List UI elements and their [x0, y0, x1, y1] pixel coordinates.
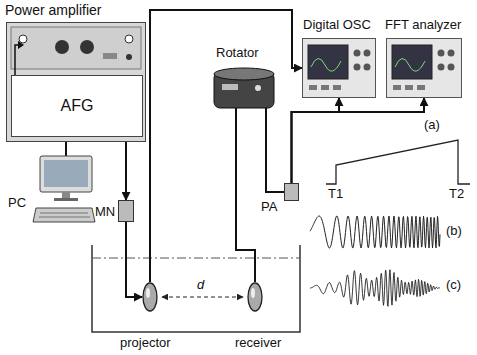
node-label: receiver	[235, 336, 281, 351]
signal-cable	[236, 108, 255, 282]
chirp-waveform	[310, 216, 440, 248]
oscilloscope-art	[303, 39, 377, 99]
matching-network: MN	[118, 200, 134, 222]
node-label: Rotator	[216, 46, 259, 61]
distance-arrow	[162, 296, 243, 297]
pc-art	[8, 156, 94, 226]
projector: projector	[142, 282, 158, 312]
afg-box: AFG	[11, 75, 143, 137]
signal-cable	[266, 108, 284, 192]
node-label: AFG	[61, 97, 94, 115]
receiver: receiver	[247, 282, 263, 312]
figure-label: (c)	[446, 278, 461, 293]
signal-cable	[126, 222, 142, 297]
node-label: PC	[8, 196, 26, 211]
node-label: projector	[120, 336, 171, 351]
node-label: FFT analyzer	[385, 18, 461, 33]
figure-label: (b)	[446, 224, 462, 239]
fft-analyzer: FFT analyzer	[386, 38, 462, 98]
signal-cable	[292, 98, 425, 183]
received-waveform	[310, 270, 440, 307]
figure-label: T1	[328, 187, 343, 202]
power-amplifier: Power amplifierAFG	[6, 22, 146, 142]
water-line	[92, 258, 300, 259]
oscilloscope: Digital OSC	[302, 38, 376, 98]
node-label: PA	[261, 200, 277, 215]
pc: PC	[8, 156, 94, 226]
signal-cable	[292, 98, 340, 183]
rotator: Rotator	[214, 66, 274, 108]
node-label: MN	[95, 205, 115, 220]
tank	[92, 245, 300, 332]
preamplifier: PA	[284, 183, 299, 201]
figure-label: (a)	[424, 118, 440, 133]
signal-cable	[125, 142, 127, 200]
fft-analyzer-art	[387, 39, 463, 99]
frequency-ramp	[326, 140, 470, 184]
node-label: Digital OSC	[303, 18, 371, 33]
projector-art	[142, 282, 158, 312]
rotator-art	[214, 66, 274, 108]
figure-label: d	[197, 278, 204, 293]
signal-cable	[150, 10, 302, 282]
receiver-art	[247, 282, 263, 312]
figure-label: T2	[449, 187, 464, 202]
node-label: Power amplifier	[5, 2, 101, 18]
